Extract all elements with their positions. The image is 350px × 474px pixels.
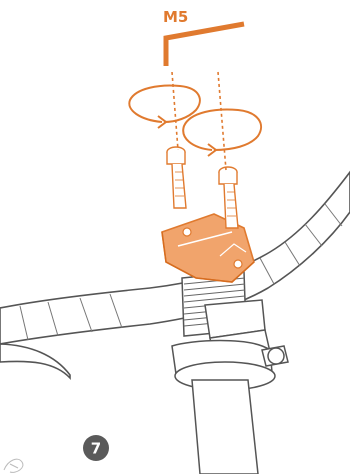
mount-bracket xyxy=(162,214,254,282)
step-number: 7 xyxy=(91,440,101,458)
tool-size-label: M5 xyxy=(163,8,188,26)
hex-key-icon xyxy=(166,24,244,66)
corner-sketch xyxy=(4,459,23,472)
seatpost xyxy=(192,380,258,474)
step-badge: 7 xyxy=(83,435,109,461)
bolt-icon xyxy=(167,147,238,228)
rotation-arrow-icon xyxy=(129,86,261,156)
